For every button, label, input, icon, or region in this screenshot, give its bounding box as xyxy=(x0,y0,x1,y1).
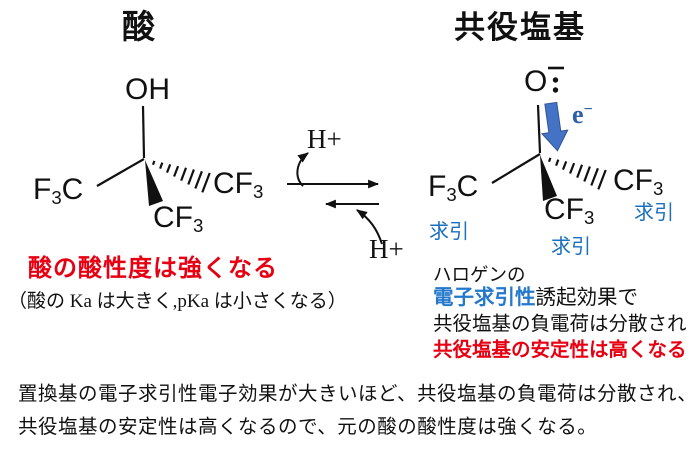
electron-shift-arrow xyxy=(540,101,569,152)
footer-line1: 置換基の電子求引性電子効果が大きいほど、共役塩基の負電荷は分散され、 xyxy=(18,384,698,405)
base-note-line2-rest: 誘起効果で xyxy=(535,287,639,309)
base-cf3-bottom-label: CF3 xyxy=(544,195,594,228)
footer-line2: 共役塩基の安定性は高くなるので、元の酸の酸性度は強くなる。 xyxy=(18,417,598,438)
base-cf3-bottom-cf: CF xyxy=(544,193,584,226)
acid-oh-bond xyxy=(141,105,146,159)
acid-cf3-right-label: CF3 xyxy=(213,169,263,202)
base-cf3-right-cf: CF xyxy=(613,164,653,197)
acid-note-detail: （酸の Ka は大きく,pKa は小さくなる） xyxy=(8,291,347,312)
electron-minus: − xyxy=(583,101,593,119)
acid-cf3-left-c: C xyxy=(61,173,84,206)
base-note-line4: 共役塩基の安定性は高くなる xyxy=(433,340,687,361)
proton-loss-curved-arrow xyxy=(296,152,309,187)
acid-cf3-bottom-cf: CF xyxy=(153,201,193,234)
acid-cf3-left-label: F3C xyxy=(33,175,83,208)
base-note-line2-blue: 電子求引性 xyxy=(433,287,536,309)
base-o-bond xyxy=(536,104,542,154)
acid-cf3-bottom-label: CF3 xyxy=(153,203,203,236)
acid-left-bond xyxy=(96,158,145,187)
proton-gain-curved-arrow xyxy=(356,209,383,245)
base-note-line2: 電子求引性誘起効果で xyxy=(433,288,638,309)
electron-e: e xyxy=(572,100,584,129)
base-cf3-right-label: CF3 xyxy=(613,166,663,199)
base-structure-bonds xyxy=(491,104,542,184)
reverse-proton-label: H+ xyxy=(369,234,404,264)
acid-cf3-right-sub: 3 xyxy=(253,181,264,203)
acid-cf3-left-f: F xyxy=(33,173,52,206)
base-cf3-left-label: F3C xyxy=(428,172,478,205)
base-oxygen-label: O xyxy=(524,65,548,98)
acid-structure-bonds xyxy=(96,105,146,187)
conjugate-base-title: 共役塩基 xyxy=(454,10,586,45)
acid-wedge-bond xyxy=(145,160,163,206)
equilibrium-arrows xyxy=(287,152,383,245)
acid-hydroxyl-label: OH xyxy=(125,73,170,106)
electron-label: e− xyxy=(572,102,593,128)
forward-proton-label: H+ xyxy=(307,124,342,154)
base-note-line1: ハロゲンの xyxy=(433,266,526,286)
base-note-line3: 共役塩基の負電荷は分散され xyxy=(433,314,687,335)
pull-label-left: 求引 xyxy=(429,221,469,243)
acid-note-headline: 酸の酸性度は強くなる xyxy=(28,256,278,282)
base-wedge-bond xyxy=(540,155,557,201)
base-cf3-bottom-sub: 3 xyxy=(584,207,595,229)
acid-hash-bond xyxy=(151,160,211,193)
base-cf3-left-c: C xyxy=(456,170,479,203)
pull-label-right: 求引 xyxy=(634,202,674,224)
base-cf3-right-sub: 3 xyxy=(653,178,664,200)
acid-cf3-bottom-sub: 3 xyxy=(193,215,204,237)
oxygen-lone-pair-dots xyxy=(552,77,559,93)
acid-cf3-left-sub: 3 xyxy=(51,187,62,209)
base-cf3-left-f: F xyxy=(428,170,447,203)
acid-cf3-right-cf: CF xyxy=(213,167,253,200)
base-cf3-left-sub: 3 xyxy=(446,184,457,206)
acid-title: 酸 xyxy=(122,10,155,46)
base-hash-bond xyxy=(547,157,607,190)
base-left-bond xyxy=(491,153,541,184)
pull-label-bottom: 求引 xyxy=(551,236,591,258)
